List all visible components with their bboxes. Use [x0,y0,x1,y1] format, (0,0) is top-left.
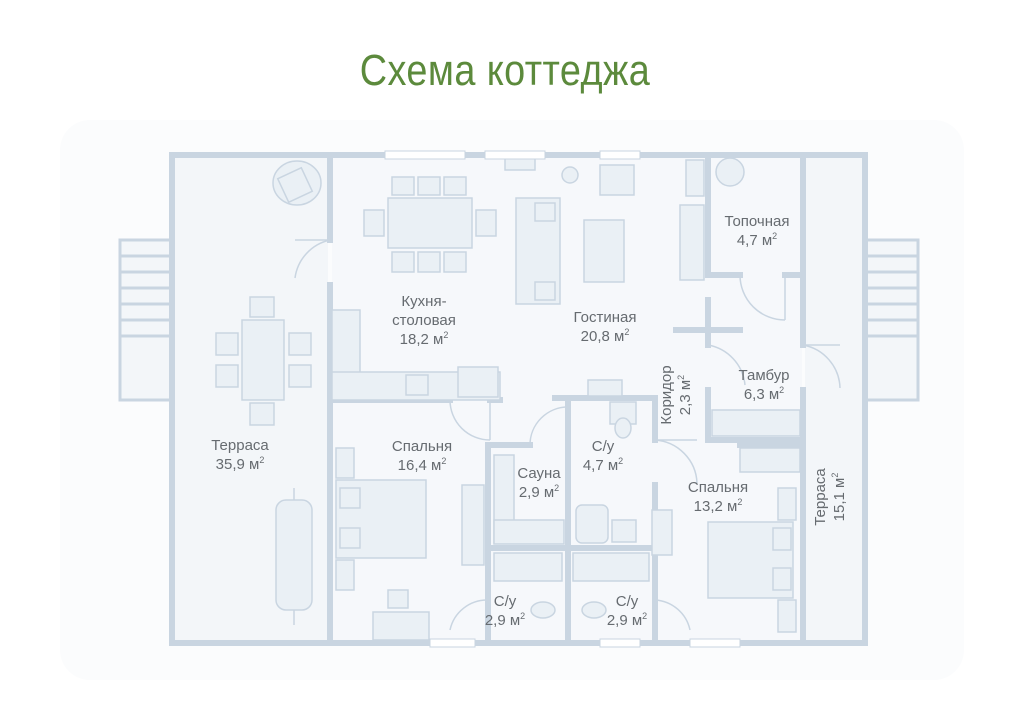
room-area: 2,3 м2 [676,374,694,416]
room-area: 35,9 м2 [215,455,265,474]
stairs-left [118,238,174,402]
room-area: 6,3 м2 [743,385,785,404]
room-name: Терраса [211,437,269,454]
room-area: 4,7 м2 [736,231,778,250]
page-title: Схема коттеджа [359,46,651,95]
room-name: Сауна [517,465,561,482]
room-terrace-right: Терраса 15,1 м2 [811,459,849,535]
room-name: столовая [392,312,456,329]
room-area: 2,9 м2 [518,483,560,502]
room-name: С/у [591,438,615,455]
room-name: С/у [493,593,517,610]
room-bath-2: С/у 2,9 м2 [474,592,536,630]
room-corridor: Коридор 2,3 м2 [657,357,695,433]
room-name: Коридор [658,365,675,425]
room-area: 13,2 м2 [693,497,743,516]
room-area: 16,4 м2 [397,456,447,475]
room-name: Спальня [391,438,453,455]
room-name: Спальня [687,479,749,496]
room-vestibule: Тамбур 6,3 м2 [724,366,804,404]
room-area: 2,9 м2 [484,611,526,630]
room-name: Гостиная [573,309,637,326]
room-area: 20,8 м2 [580,327,630,346]
windows [384,150,741,648]
doors [294,239,841,631]
room-bath-1: С/у 4,7 м2 [572,437,634,475]
room-area: 2,9 м2 [606,611,648,630]
room-bedroom-2: Спальня 13,2 м2 [672,478,764,516]
room-name: Кухня- [401,293,447,310]
room-sauna: Сауна 2,9 м2 [508,464,570,502]
room-bedroom-1: Спальня 16,4 м2 [376,437,468,475]
room-kitchen: Кухня- столовая 18,2 м2 [376,292,472,349]
room-area: 18,2 м2 [399,330,449,349]
room-name: Тамбур [738,367,790,384]
room-terrace-left: Терраса 35,9 м2 [198,436,282,474]
room-living: Гостиная 20,8 м2 [560,308,650,346]
room-area: 4,7 м2 [582,456,624,475]
stairs-right [864,238,920,402]
room-bath-3: С/у 2,9 м2 [596,592,658,630]
room-area: 15,1 м2 [830,472,848,522]
room-boiler: Топочная 4,7 м2 [714,212,800,250]
room-name: Терраса [812,468,829,526]
room-name: Топочная [724,213,790,230]
furniture [215,157,801,641]
room-name: С/у [615,593,639,610]
